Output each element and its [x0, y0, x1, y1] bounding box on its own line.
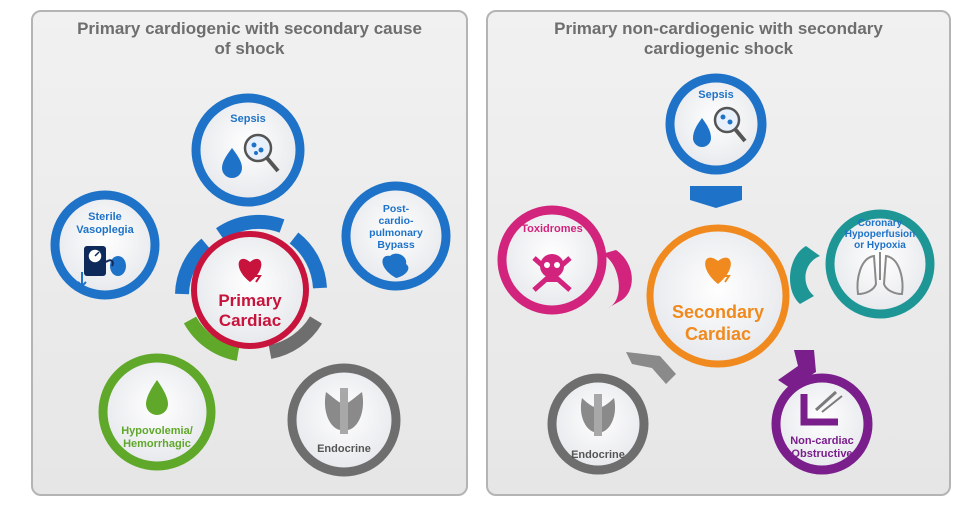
right-coronary-label-1: Coronary: [858, 218, 903, 229]
left-postcardio-label-2: cardio-: [378, 215, 414, 227]
right-noncardiac-label-1: Non-cardiac: [790, 435, 854, 447]
left-endocrine-label: Endocrine: [317, 443, 371, 455]
left-hypovolemia-label-2: Hemorrhagic: [123, 438, 191, 450]
right-coronary-label-2: Hypoperfusion: [845, 229, 916, 240]
right-toxidromes-label: Toxidromes: [521, 223, 583, 235]
right-node-sepsis: Sepsis: [670, 78, 762, 170]
right-sepsis-label: Sepsis: [698, 89, 733, 101]
right-node-coronary: Coronary Hypoperfusion or Hypoxia: [830, 214, 930, 314]
left-center-node: Primary Cardiac: [194, 234, 306, 346]
left-sterile-label-1: Sterile: [88, 211, 122, 223]
right-node-endocrine: Endocrine: [552, 378, 644, 470]
right-noncardiac-label-2: Obstructive: [791, 448, 852, 460]
left-node-postcardio: Post- cardio- pulmonary Bypass: [346, 186, 446, 286]
left-center-label-1: Primary: [218, 291, 282, 310]
right-center-label-2: Cardiac: [685, 324, 751, 344]
left-center-label-2: Cardiac: [219, 311, 281, 330]
left-node-sterile: Sterile Vasoplegia: [55, 195, 155, 295]
right-node-toxidromes: Toxidromes: [502, 210, 602, 310]
left-hypovolemia-label-1: Hypovolemia/: [121, 425, 193, 437]
right-center-node: Secondary Cardiac: [650, 228, 786, 364]
right-center-label-1: Secondary: [672, 302, 764, 322]
left-postcardio-label-4: Bypass: [377, 239, 415, 251]
left-node-hypovolemia: Hypovolemia/ Hemorrhagic: [103, 358, 211, 466]
left-node-endocrine: Endocrine: [292, 368, 396, 472]
left-sterile-label-2: Vasoplegia: [76, 224, 134, 236]
left-postcardio-label-1: Post-: [383, 203, 410, 215]
right-node-noncardiac: Non-cardiac Obstructive: [776, 378, 868, 470]
left-node-sepsis: Sepsis: [196, 98, 300, 202]
left-postcardio-label-3: pulmonary: [369, 227, 423, 239]
left-sepsis-label: Sepsis: [230, 113, 265, 125]
right-coronary-label-3: or Hypoxia: [854, 240, 906, 251]
right-endocrine-label: Endocrine: [571, 449, 625, 461]
